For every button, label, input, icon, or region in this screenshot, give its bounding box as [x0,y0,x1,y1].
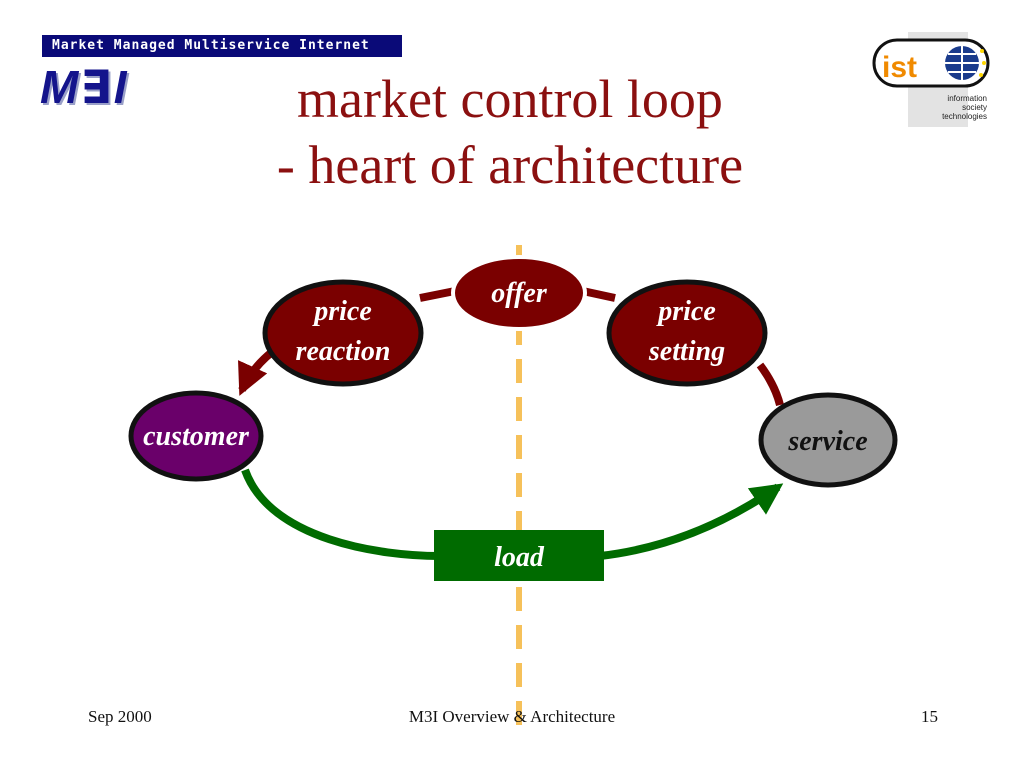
slide-title-line-2: - heart of architecture [276,135,744,195]
price-reaction-label-line-2: reaction [296,336,391,367]
ist-logo-text: ist [882,51,917,84]
price-reaction-node [262,279,424,387]
offer-node [451,255,587,331]
ist-caption-line-1: information [947,94,987,103]
ist-caption: information society technologies [942,94,987,121]
load-label: load [494,542,545,573]
eu-globe-icon [945,46,986,80]
m3i-logo: M∃I [40,61,129,113]
ist-logo-graphic: ist [872,32,990,127]
ist-caption-line-2: society [962,103,987,112]
customer-node [128,390,264,482]
arc-service-to-price-setting [756,362,784,407]
footer-page-number: 15 [921,707,938,726]
footer-date: Sep 2000 [88,707,152,726]
slide-title: market control loop - heart of architect… [150,66,870,198]
price-setting-label-line-2: setting [648,336,725,367]
price-reaction-label-line-1: price [312,296,372,327]
price-setting-node [606,279,768,387]
offer-label: offer [491,278,548,309]
footer-title: M3I Overview & Architecture [408,707,616,726]
arrow-price-reaction-to-customer [238,348,275,396]
service-node [758,392,898,488]
load-node [434,530,604,581]
ist-logo: ist information society technologies [868,32,993,127]
arc-customer-to-load [241,468,441,560]
service-label: service [787,426,867,457]
price-setting-label-line-1: price [656,296,716,327]
arrow-load-to-service [599,483,784,560]
ist-caption-line-3: technologies [942,112,987,121]
slide-title-line-1: market control loop [297,69,723,129]
banner-market-managed-multiservice-internet: Market Managed Multiservice Internet [42,35,402,57]
customer-label: customer [143,421,250,452]
